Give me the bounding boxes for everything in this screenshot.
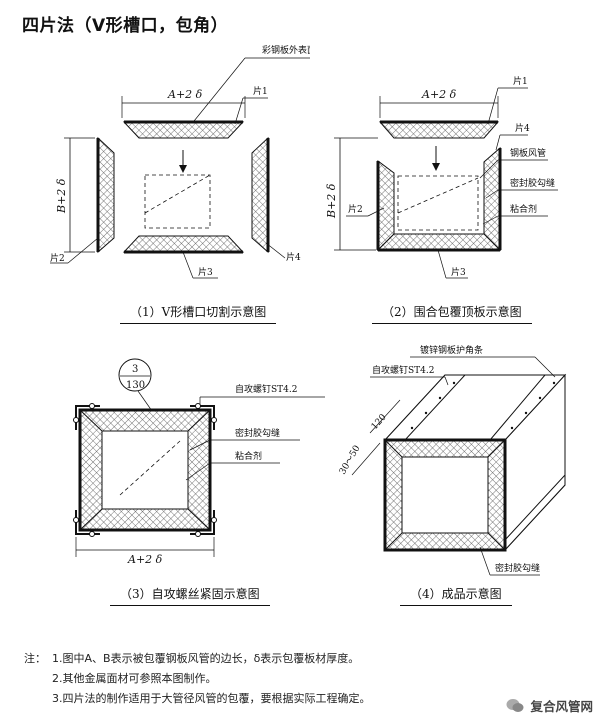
caption-figure-2: （2）围合包覆顶板示意图 xyxy=(372,303,532,324)
label-piece-4: 片4 xyxy=(515,122,530,134)
label-top-layer: 彩钢板外表面层 xyxy=(262,44,310,56)
watermark: 复合风管网 xyxy=(506,696,593,715)
ref-number-bottom: 130 xyxy=(126,380,145,391)
label-sealant-joint: 密封胶勾缝 xyxy=(510,177,555,189)
label-self-tapping-screw: 自攻螺钉ST4.2 xyxy=(372,364,434,376)
notes-section: 注： 1.图中A、B表示被包覆钢板风管的边长，δ表示包覆板材厚度。 2.其他金属… xyxy=(24,649,371,709)
label-piece-1: 片1 xyxy=(253,85,268,97)
piece-2-panel xyxy=(97,136,115,254)
dim-height: B+2 δ xyxy=(325,183,338,219)
label-corner-strip: 镀锌钢板护角条 xyxy=(420,345,483,356)
figure-v-groove-cutting: 彩钢板外表面层 A+2 δ 片1 片4 片3 B+2 δ 片2 xyxy=(50,44,310,279)
piece-4-panel xyxy=(483,146,501,252)
page-title: 四片法（V形槽口，包角） xyxy=(22,16,229,36)
note-item-3: 3.四片法的制作适用于大管径风管的包覆，要根据实际工程确定。 xyxy=(52,692,371,705)
dim-width: A+2 δ xyxy=(167,88,203,101)
label-adhesive: 粘合剂 xyxy=(235,450,262,462)
duct-dashed-outline xyxy=(397,175,479,231)
dim-30-50: 30～50 xyxy=(338,444,363,477)
note-item-2: 2.其他金属面材可参照本图制作。 xyxy=(52,672,217,685)
label-piece-1: 片1 xyxy=(513,75,528,87)
dim-width: A+2 δ xyxy=(421,88,457,101)
dim-height: B+2 δ xyxy=(55,178,68,214)
piece-3-panel xyxy=(122,235,245,253)
arrow-down-icon xyxy=(179,165,187,173)
piece-3-panel xyxy=(376,233,502,251)
piece-1-panel xyxy=(122,121,245,139)
piece-4-panel xyxy=(251,136,269,254)
label-sealant-joint: 密封胶勾缝 xyxy=(495,562,540,574)
label-piece-2: 片2 xyxy=(348,203,363,215)
arrow-down-icon xyxy=(432,163,440,171)
figure-finished-product: 镀锌钢板护角条 自攻螺钉ST4.2 120 30～50 密封胶勾缝 xyxy=(338,345,567,576)
label-adhesive: 粘合剂 xyxy=(510,203,537,215)
watermark-text: 复合风管网 xyxy=(530,699,593,714)
detail-ref-circle xyxy=(118,358,152,392)
label-piece-3: 片3 xyxy=(451,266,466,278)
figure-screw-fastening: 3 130 自攻螺钉ST4.2 密封胶勾缝 粘合剂 A+2 δ xyxy=(73,358,325,566)
label-steel-duct: 钢板风管 xyxy=(510,147,546,159)
caption-figure-3: （3）自攻螺丝紧固示意图 xyxy=(110,585,270,606)
screw-dots xyxy=(410,381,556,430)
label-piece-3: 片3 xyxy=(198,266,213,278)
caption-figure-4: （4）成品示意图 xyxy=(400,585,512,606)
label-piece-4: 片4 xyxy=(286,251,301,263)
figure-enclose-wrap: A+2 δ 片1 片4 钢板风管 密封胶勾缝 粘合剂 B+2 δ 片2 片3 xyxy=(325,75,558,279)
note-item-1: 注： 1.图中A、B表示被包覆钢板风管的边长，δ表示包覆板材厚度。 xyxy=(24,649,371,669)
label-sealant-joint: 密封胶勾缝 xyxy=(235,427,280,439)
label-piece-2: 片2 xyxy=(50,252,65,264)
caption-figure-1: （1）V形槽口切割示意图 xyxy=(120,303,277,324)
label-self-tapping-screw: 自攻螺钉ST4.2 xyxy=(235,383,297,395)
piece-1-panel xyxy=(378,121,500,139)
ref-number-top: 3 xyxy=(132,364,138,375)
duct-dashed-outline xyxy=(144,174,211,229)
screw-icons xyxy=(73,403,217,537)
dim-width: A+2 δ xyxy=(127,553,163,566)
notes-prefix: 注： xyxy=(24,652,46,665)
wechat-icon xyxy=(506,698,524,712)
